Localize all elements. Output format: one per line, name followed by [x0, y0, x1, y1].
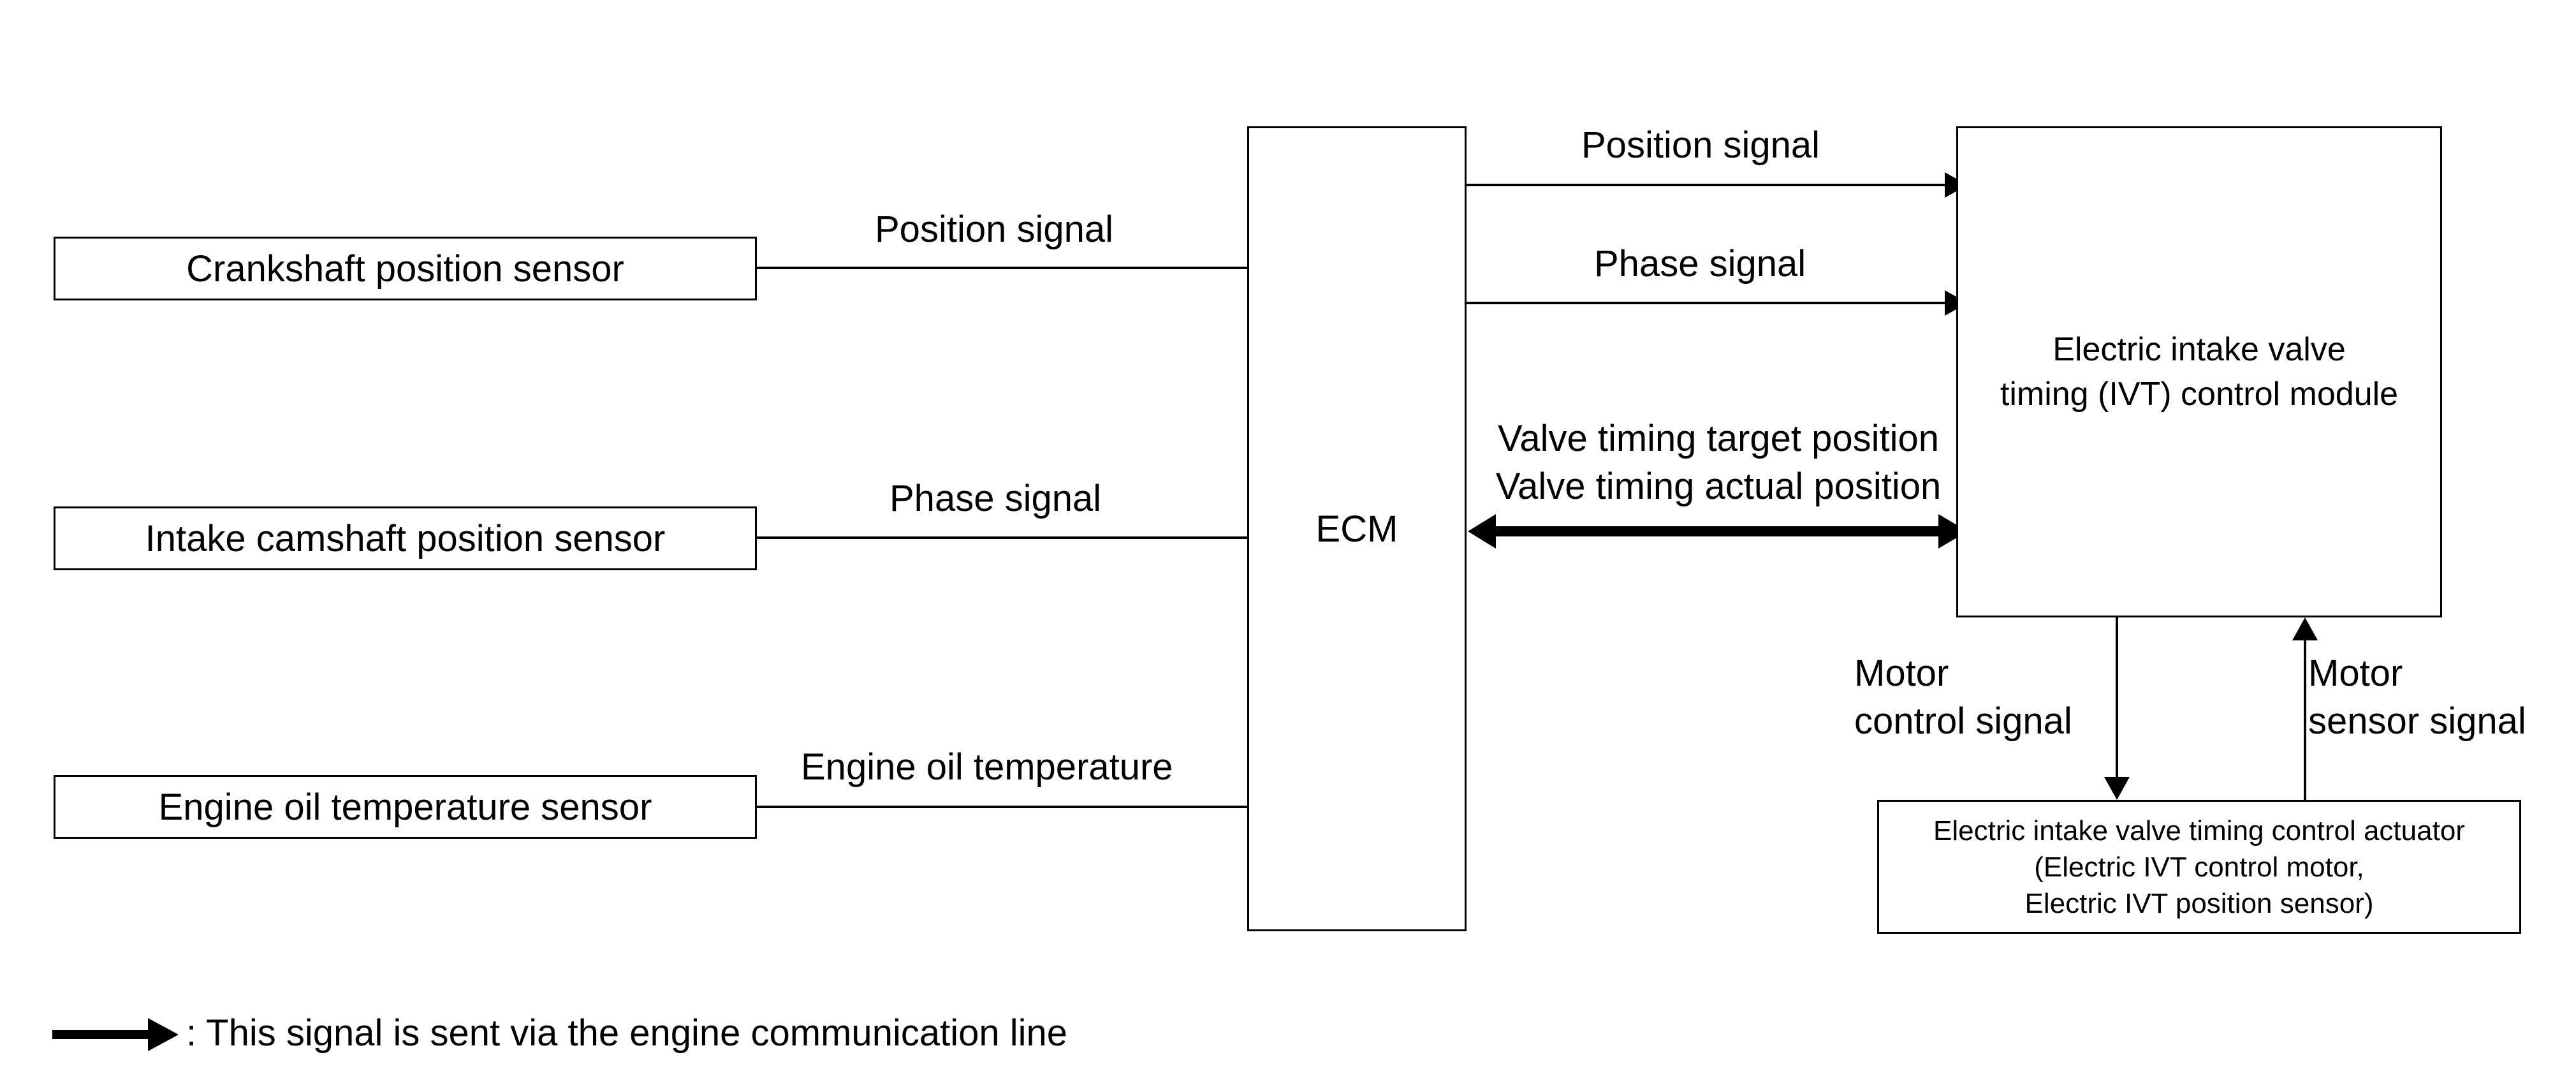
- motor-control-label-line1: Motor: [1854, 653, 1949, 694]
- communication-line-arrow: [1468, 514, 1968, 549]
- crankshaft-position-sensor-label: Crankshaft position sensor: [186, 247, 624, 290]
- actuator-label-line3: Electric IVT position sensor): [2024, 887, 2374, 919]
- actuator-label-line2: (Electric IVT control motor,: [2034, 851, 2364, 883]
- intake-camshaft-position-sensor-box: Intake camshaft position sensor: [54, 506, 757, 570]
- oil-temperature-signal-label: Engine oil temperature: [801, 746, 1173, 788]
- ivt-module-label-line1: Electric intake valve: [2053, 331, 2346, 368]
- ecm-position-signal-label: Position signal: [1581, 124, 1820, 166]
- intake-camshaft-position-sensor-label: Intake camshaft position sensor: [145, 517, 666, 559]
- ivt-actuator-box: Electric intake valve timing control act…: [1877, 800, 2521, 934]
- motor-control-label-line2: control signal: [1854, 700, 2072, 742]
- legend-text: : This signal is sent via the engine com…: [186, 1012, 1068, 1054]
- ecm-label: ECM: [1315, 508, 1398, 550]
- ecm-position-signal-arrow: [1467, 172, 1968, 198]
- motor-sensor-label-line2: sensor signal: [2308, 700, 2526, 742]
- camshaft-to-ecm-arrow: [757, 525, 1270, 550]
- motor-sensor-signal-arrow: [2292, 617, 2318, 800]
- ecm-phase-signal-arrow: [1467, 290, 1968, 316]
- motor-sensor-signal-label: Motor sensor signal: [2308, 649, 2526, 745]
- crankshaft-position-sensor-box: Crankshaft position sensor: [54, 237, 757, 300]
- ivt-module-label-line2: timing (IVT) control module: [2000, 376, 2399, 413]
- engine-oil-temperature-sensor-label: Engine oil temperature sensor: [158, 786, 652, 828]
- crankshaft-to-ecm-arrow: [757, 255, 1270, 281]
- ecm-phase-signal-label: Phase signal: [1594, 243, 1806, 284]
- ivt-control-module-box: Electric intake valve timing (IVT) contr…: [1956, 126, 2442, 617]
- valve-timing-actual-position-label: Valve timing actual position: [1495, 466, 1942, 507]
- crankshaft-signal-label: Position signal: [875, 209, 1113, 250]
- motor-control-signal-arrow: [2104, 617, 2130, 800]
- actuator-label-line1: Electric intake valve timing control act…: [1933, 815, 2465, 846]
- oil-temp-to-ecm-arrow: [757, 794, 1270, 820]
- camshaft-signal-label: Phase signal: [889, 478, 1102, 519]
- engine-oil-temperature-sensor-box: Engine oil temperature sensor: [54, 775, 757, 839]
- legend-arrow: [52, 1018, 179, 1051]
- valve-timing-target-position-label: Valve timing target position: [1497, 418, 1940, 459]
- motor-control-signal-label: Motor control signal: [1854, 649, 2072, 745]
- motor-sensor-label-line1: Motor: [2308, 653, 2403, 694]
- ecm-box: ECM: [1247, 126, 1467, 931]
- communication-line-label: Valve timing target position Valve timin…: [1473, 415, 1964, 510]
